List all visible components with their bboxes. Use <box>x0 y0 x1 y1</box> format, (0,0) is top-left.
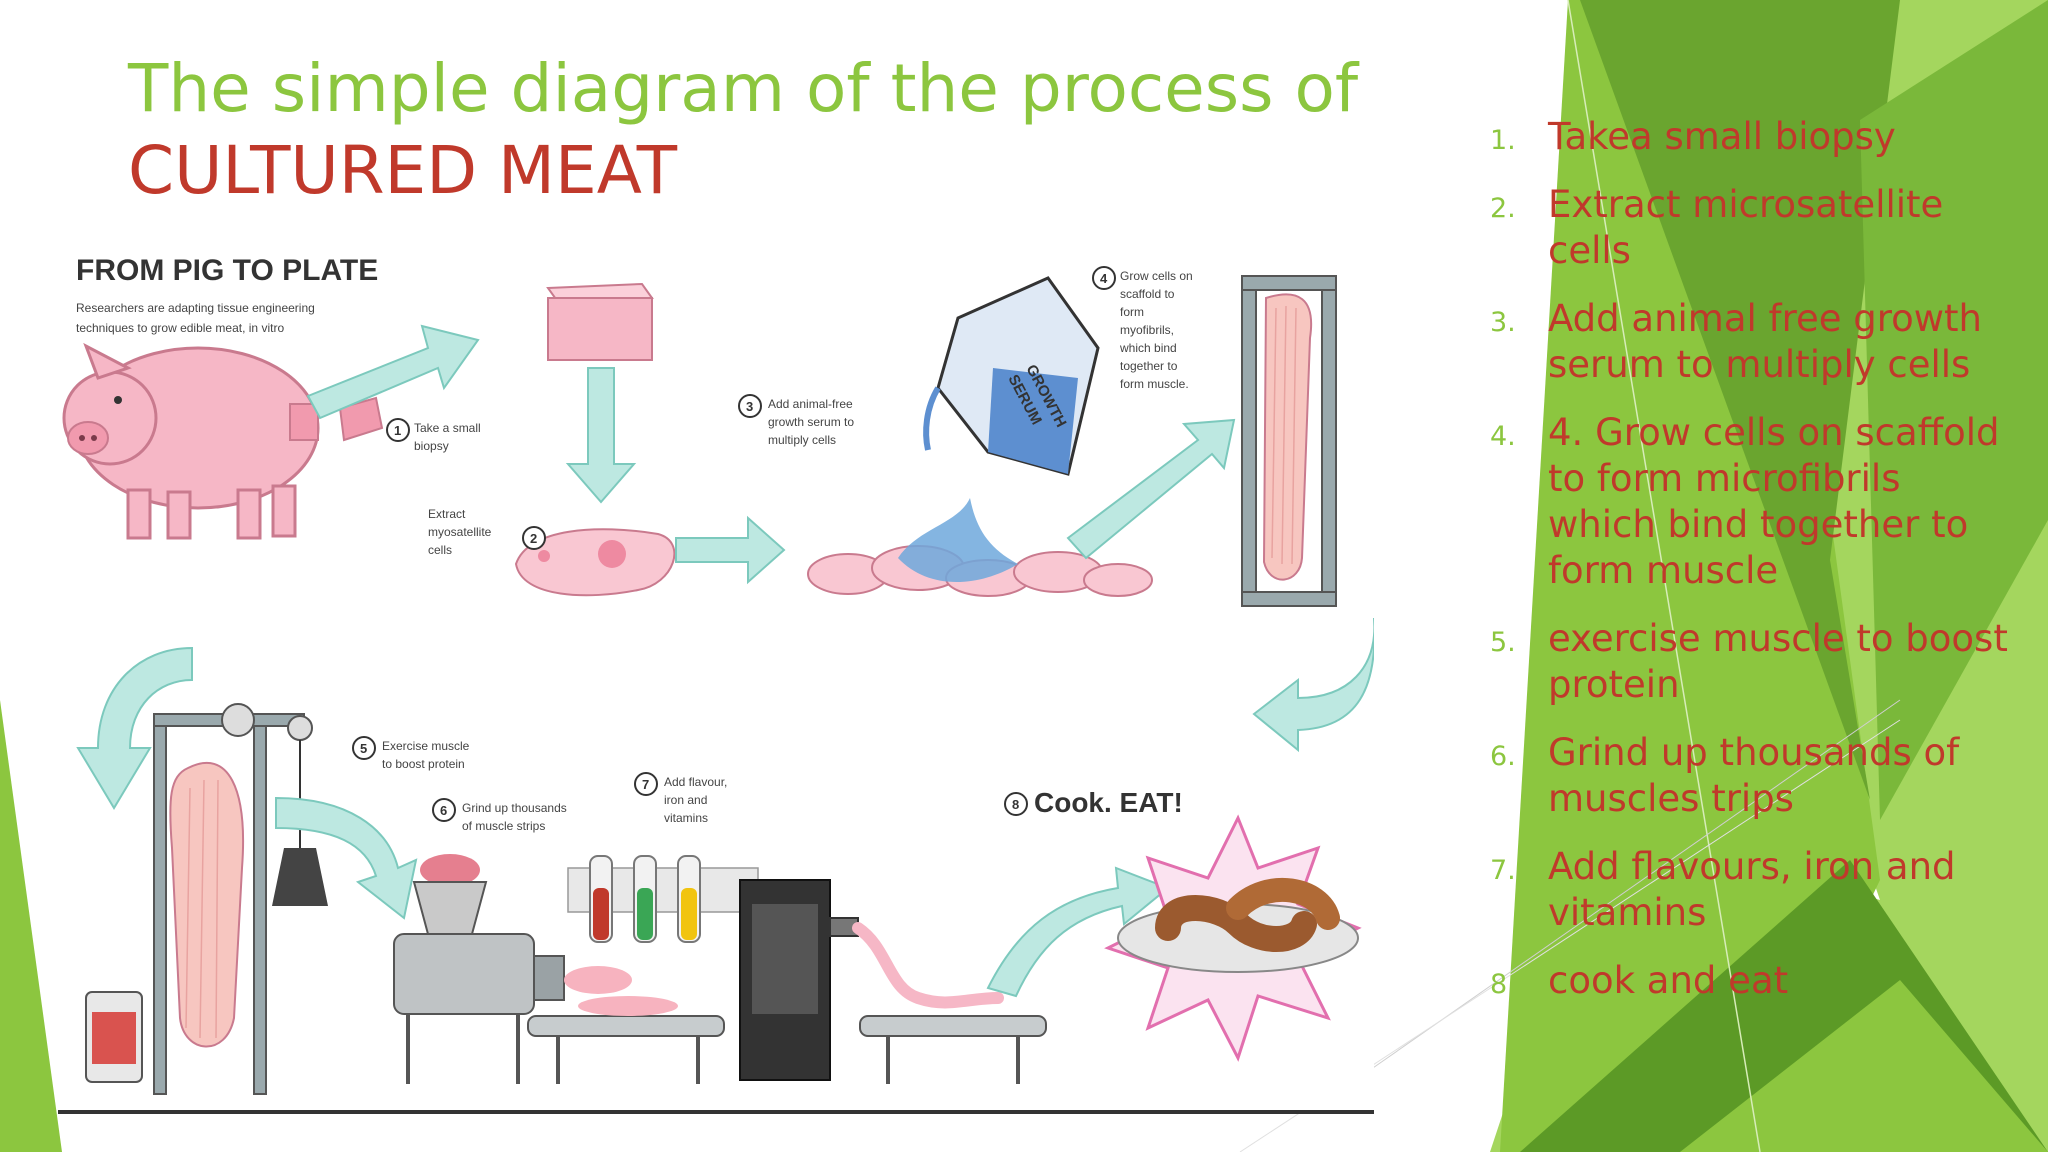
facet-line-2 <box>1369 699 1901 1071</box>
step-5-marker <box>352 736 376 760</box>
step-item: 4. 4. Grow cells on scaffold to form micr… <box>1490 410 2010 594</box>
caption-step2-l1: Extract <box>428 507 466 521</box>
biopsy-sample <box>338 396 384 442</box>
step-7-marker <box>634 772 658 796</box>
step-item: 8. cook and eat <box>1490 958 2010 1004</box>
caption-step1-l2: biopsy <box>414 439 449 453</box>
step-item: 6. Grind up thousands of muscles trips <box>1490 730 2010 822</box>
arrow-scaffold-return <box>1252 618 1374 753</box>
step-5-number: 5 <box>360 741 367 756</box>
caption-step6-l2: of muscle strips <box>462 819 545 833</box>
step-1-number: 1 <box>394 423 401 438</box>
step-item: 7. Add flavours, iron and vitamins <box>1490 844 2010 936</box>
step-6-number: 6 <box>440 803 447 818</box>
step-text: Grind up thousands of muscles trips <box>1548 731 1960 820</box>
step-item: 5. exercise muscle to boost protein <box>1490 616 2010 708</box>
step-number: 4. <box>1490 421 1516 452</box>
process-diagram: FROM PIG TO PLATE Researchers are adapti… <box>58 228 1374 1114</box>
step-2-number: 2 <box>530 531 537 546</box>
step-number: 5. <box>1490 627 1516 658</box>
cooked-sausage-plate <box>1104 814 1362 1062</box>
facet-left <box>0 700 62 1152</box>
step-number: 8. <box>1490 969 1516 1000</box>
caption-step4-l7: form muscle. <box>1120 377 1189 391</box>
step-6-marker <box>432 798 456 822</box>
facet-dark-top <box>1580 0 1900 800</box>
step-4-number: 4 <box>1100 271 1108 286</box>
sausage-machine <box>739 879 1004 1081</box>
diagram-subheading-2: techniques to grow edible meat, in vitro <box>76 321 284 335</box>
steps-list: 1. Takea small biopsy 2. Extract microsate… <box>1490 114 2010 1026</box>
caption-step4-l1: Grow cells on <box>1120 269 1193 283</box>
caption-step3-l2: growth serum to <box>768 415 854 429</box>
step-2-marker <box>522 526 546 550</box>
caption-step7-l3: vitamins <box>664 811 708 825</box>
arrow-biopsy-to-tissue <box>306 324 480 420</box>
facet-line-1 <box>1567 0 1761 1152</box>
caption-step4-l2: scaffold to <box>1120 287 1175 301</box>
caption-step4-l3: form <box>1120 305 1144 319</box>
step-text: cook and eat <box>1548 959 1789 1002</box>
diagram-subheading-1: Researchers are adapting tissue engineer… <box>76 301 315 315</box>
step-number: 7. <box>1490 855 1516 886</box>
step-3-number: 3 <box>746 399 753 414</box>
caption-step5-l2: to boost protein <box>382 757 465 771</box>
title-line-1: The simple diagram of the process of <box>128 50 1359 127</box>
caption-step4-l5: which bind <box>1119 341 1177 355</box>
step-item: 2. Extract microsatellite cells <box>1490 182 2010 274</box>
arrow-tissue-down <box>565 367 637 504</box>
step-1-marker <box>386 418 410 442</box>
additive-tubes <box>567 855 759 943</box>
caption-step4-l6: together to <box>1120 359 1178 373</box>
caption-step7-l2: iron and <box>664 793 707 807</box>
scaffold-muscle <box>1241 275 1337 607</box>
pig-illustration <box>62 342 320 540</box>
step-8-marker <box>1004 792 1028 816</box>
facet-bottom-right <box>1680 980 2048 1152</box>
growth-serum-container: GROWTH SERUM <box>923 276 1100 476</box>
step-3-marker <box>738 394 762 418</box>
step-text: Extract microsatellite cells <box>1548 183 1944 272</box>
step-item: 3. Add animal free growth serum to multip… <box>1490 296 2010 388</box>
caption-step8: Cook. EAT! <box>1034 787 1183 818</box>
exercise-rig <box>85 703 328 1095</box>
arrow-cells-to-serum <box>675 515 786 585</box>
diagram-heading: FROM PIG TO PLATE <box>76 254 378 287</box>
step-7-number: 7 <box>642 777 649 792</box>
title-line-2: CULTURED MEAT <box>128 132 678 209</box>
caption-step4-l4: myofibrils, <box>1120 323 1174 337</box>
facet-right <box>1860 0 2048 820</box>
step-text: Add animal free growth serum to multiply… <box>1548 297 1983 386</box>
caption-step6-l1: Grind up thousands <box>462 801 567 815</box>
step-item: 1. Takea small biopsy <box>1490 114 2010 160</box>
step-number: 2. <box>1490 193 1516 224</box>
caption-step5-l1: Exercise muscle <box>382 739 470 753</box>
step-number: 6. <box>1490 741 1516 772</box>
slide-title: The simple diagram of the process of CUL… <box>128 48 1378 212</box>
caption-step1-l1: Take a small <box>414 421 481 435</box>
step-text: 4. Grow cells on scaffold to form microf… <box>1548 411 2000 592</box>
tissue-block <box>546 282 654 361</box>
step-number: 3. <box>1490 307 1516 338</box>
caption-step3-l1: Add animal-free <box>768 397 853 411</box>
step-text: Takea small biopsy <box>1548 115 1896 158</box>
caption-step2-l3: cells <box>428 543 452 557</box>
conveyor-belts <box>527 996 1047 1084</box>
arrow-to-exercise <box>76 646 193 810</box>
step-text: exercise muscle to boost protein <box>1548 617 2008 706</box>
caption-step2-l2: myosatellite <box>428 525 492 539</box>
step-4-marker <box>1092 266 1116 290</box>
caption-step3-l3: multiply cells <box>768 433 836 447</box>
caption-step7-l1: Add flavour, <box>664 775 727 789</box>
multiplying-cells <box>807 498 1153 597</box>
arrow-to-grinder <box>275 796 418 920</box>
meat-grinder <box>393 854 632 1084</box>
step-8-number: 8 <box>1012 797 1019 812</box>
extracted-cells <box>514 528 676 597</box>
arrow-to-scaffold <box>1066 418 1236 560</box>
step-number: 1. <box>1490 125 1516 156</box>
step-text: Add flavours, iron and vitamins <box>1548 845 1956 934</box>
